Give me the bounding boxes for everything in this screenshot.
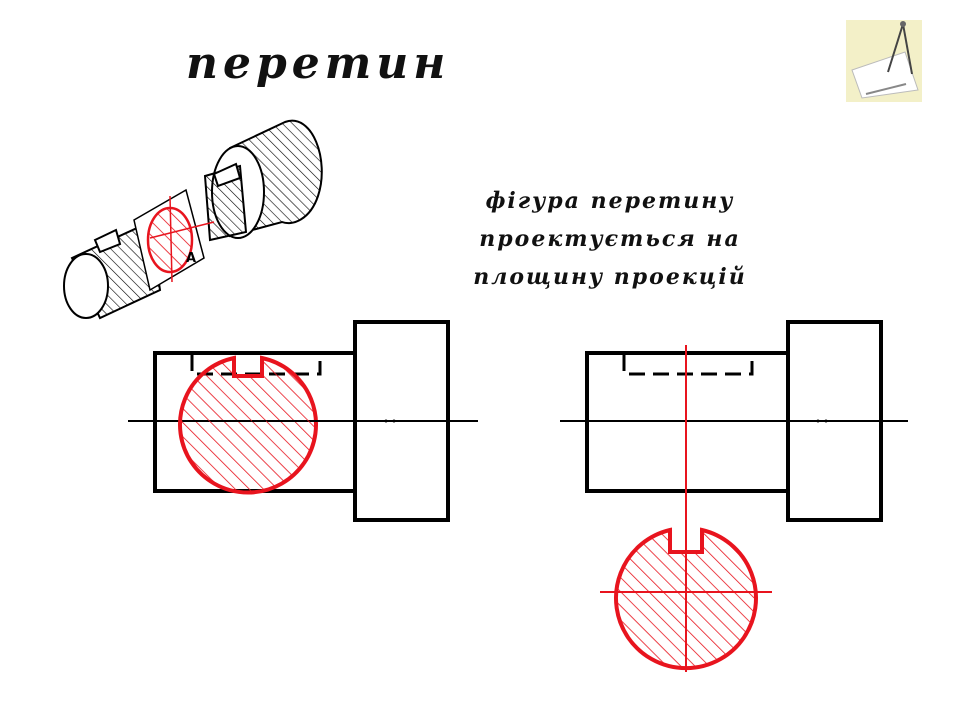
right-keyway-hidden (622, 355, 754, 376)
drafting-compass-icon (846, 20, 922, 102)
left-shaft-flange (353, 320, 450, 522)
right-section-figure (614, 527, 758, 671)
left-shaft-view (128, 320, 478, 522)
plane-label: А (186, 251, 196, 266)
caption-line-3: площину проекцій (473, 264, 747, 290)
caption-line-2: проектується на (479, 226, 741, 252)
slide-title: перетин (186, 38, 451, 89)
left-section-figure (178, 355, 318, 495)
isometric-shaft (63, 119, 323, 320)
caption-line-1: фігура перетину (485, 188, 735, 214)
caption: фігура перетину проектується на площину … (440, 182, 780, 296)
right-shaft-view (560, 320, 908, 672)
right-shaft-flange (786, 320, 883, 522)
